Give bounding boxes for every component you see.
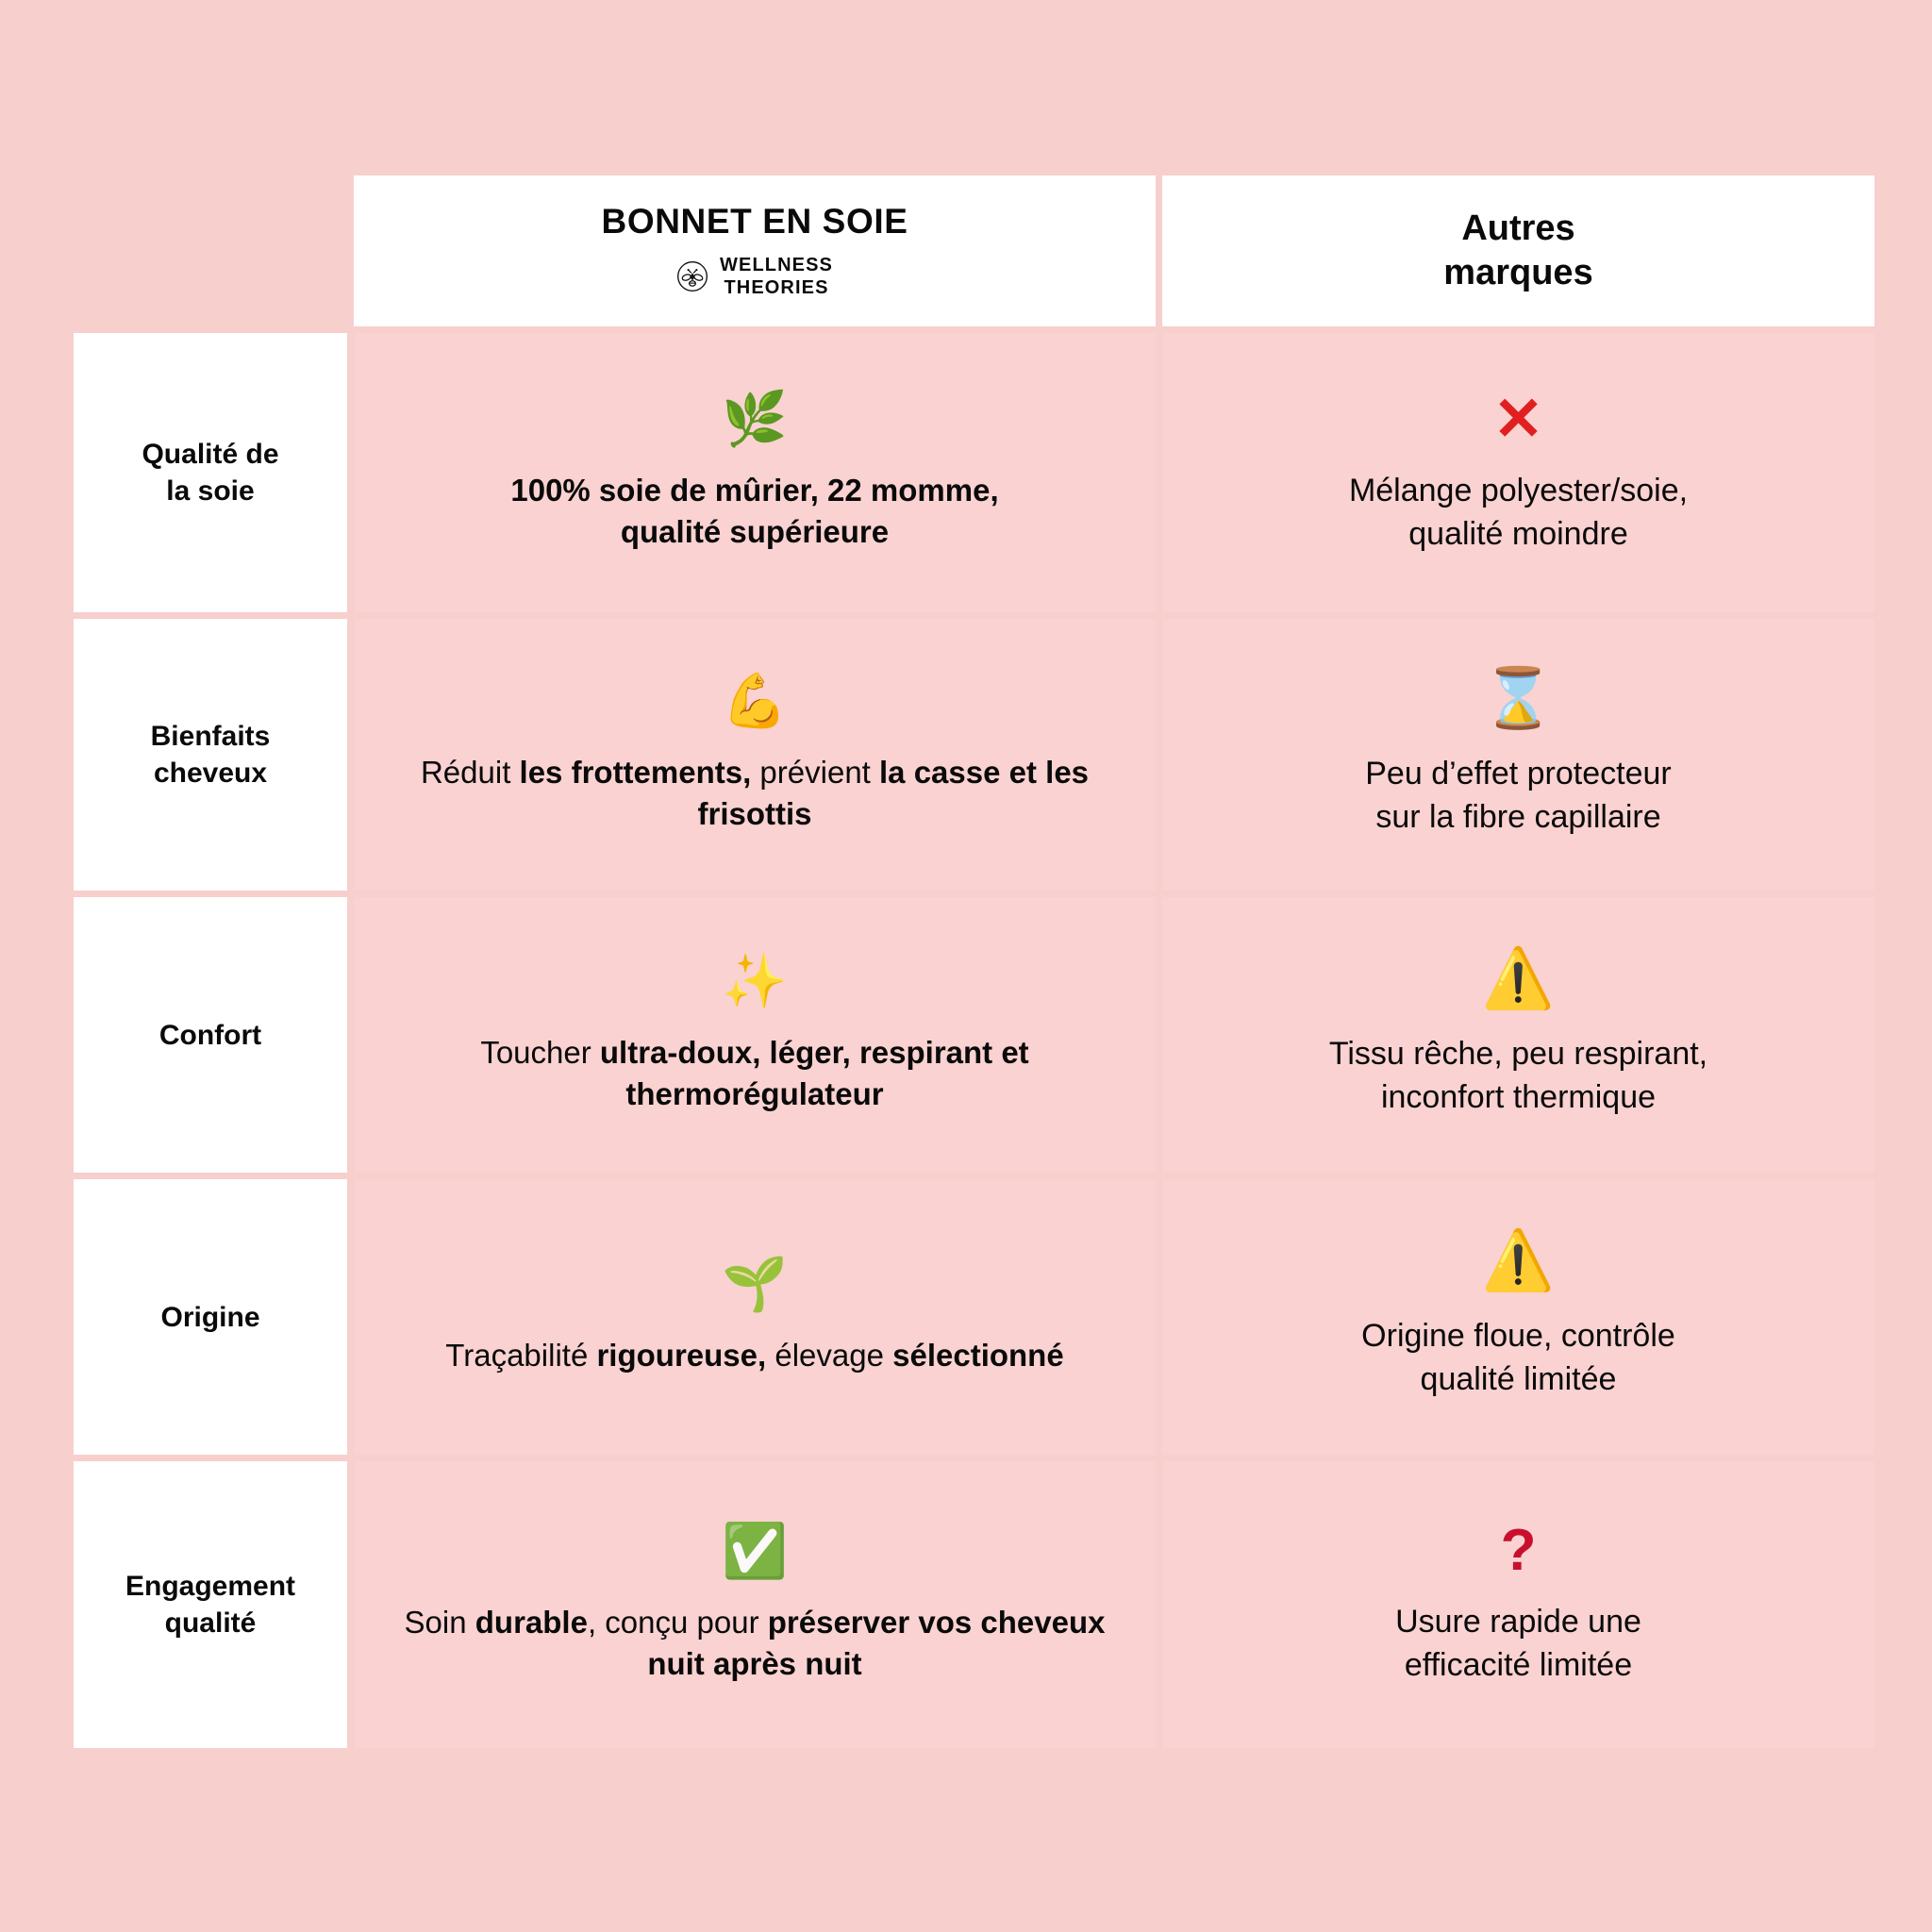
competitor-text-line-2: qualité moindre xyxy=(1408,516,1628,552)
competitor-text: Origine floue, contrôle qualité limitée xyxy=(1361,1315,1675,1401)
row-competitor-origine: ⚠️ Origine floue, contrôle qualité limit… xyxy=(1162,1179,1874,1455)
competitor-text-line-1: Tissu rêche, peu respirant, xyxy=(1328,1036,1708,1073)
row-label-line-2: cheveux xyxy=(153,758,268,789)
product-text-line-1: 100% soie de mûrier, 22 momme, xyxy=(510,472,999,508)
competitor-text-line-2: efficacité limitée xyxy=(1404,1647,1633,1683)
competitor-text-line-1: Peu d’effet protecteur xyxy=(1365,756,1672,792)
row-competitor-qualite-de-la-soie: ✕ Mélange polyester/soie, qualité moindr… xyxy=(1162,333,1874,612)
product-text-line-2: qualité supérieure xyxy=(620,514,890,549)
bee-logo-icon xyxy=(676,260,708,292)
warning-sign-emoji: ⚠️ xyxy=(1481,1228,1556,1294)
product-text: Réduit les frottements, prévient la cass… xyxy=(420,754,1090,831)
competitor-title-line-1: Autres xyxy=(1461,208,1575,248)
competitor-column-title: Autres marques xyxy=(1443,207,1592,295)
row-label-line-1: Origine xyxy=(160,1301,260,1333)
sparkles-emoji: ✨ xyxy=(722,950,788,1010)
row-label-qualite-de-la-soie: Qualité de la soie xyxy=(74,333,347,612)
brand-wordmark: WELLNESS THEORIES xyxy=(720,254,833,300)
competitor-text: Usure rapide une efficacité limitée xyxy=(1395,1601,1641,1687)
competitor-text-line-2: sur la fibre capillaire xyxy=(1375,799,1661,835)
row-product-bienfaits-cheveux: 💪 Réduit les frottements, prévient la ca… xyxy=(354,619,1156,891)
red-cross-mark-icon: ✕ xyxy=(1492,385,1544,454)
competitor-text-line-1: Mélange polyester/soie, xyxy=(1348,473,1689,509)
competitor-text-line-2: qualité limitée xyxy=(1420,1361,1617,1397)
competitor-text-line-2: inconfort thermique xyxy=(1380,1079,1657,1115)
row-label-confort: Confort xyxy=(74,897,347,1173)
warning-sign-emoji: ⚠️ xyxy=(1481,946,1556,1012)
competitor-text: Peu d’effet protecteur sur la fibre capi… xyxy=(1365,753,1671,839)
competitor-title-line-2: marques xyxy=(1443,253,1593,292)
brand-word-line-2: THEORIES xyxy=(724,277,829,299)
comparison-table: BONNET EN SOIE WE xyxy=(74,175,1874,1748)
product-text: 100% soie de mûrier, 22 momme, qualité s… xyxy=(510,470,998,553)
product-column-title: BONNET EN SOIE xyxy=(601,202,908,242)
row-product-confort: ✨ Toucher ultra-doux, léger, respirant e… xyxy=(354,897,1156,1173)
row-competitor-confort: ⚠️ Tissu rêche, peu respirant, inconfort… xyxy=(1162,897,1874,1173)
flexed-biceps-emoji: 💪 xyxy=(722,670,788,730)
row-label-bienfaits-cheveux: Bienfaits cheveux xyxy=(74,619,347,891)
row-label-line-1: Engagement xyxy=(125,1571,296,1602)
row-label-line-1: Bienfaits xyxy=(150,721,271,752)
herb-leaf-emoji: 🌿 xyxy=(722,388,788,448)
product-text: Traçabilité rigoureuse, élevage sélectio… xyxy=(445,1337,1064,1373)
white-check-mark-emoji: ✅ xyxy=(722,1520,788,1580)
header-competitor-column: Autres marques xyxy=(1162,175,1874,326)
row-competitor-bienfaits-cheveux: ⌛ Peu d’effet protecteur sur la fibre ca… xyxy=(1162,619,1874,891)
header-label-spacer xyxy=(74,175,347,326)
row-product-qualite-de-la-soie: 🌿 100% soie de mûrier, 22 momme, qualité… xyxy=(354,333,1156,612)
row-label-line-2: la soie xyxy=(166,475,255,507)
competitor-text-line-1: Origine floue, contrôle xyxy=(1361,1318,1675,1355)
brand-lockup: WELLNESS THEORIES xyxy=(676,254,833,300)
brand-word-line-1: WELLNESS xyxy=(720,254,833,275)
product-text: Soin durable, conçu pour préserver vos c… xyxy=(404,1604,1106,1681)
row-label-line-2: qualité xyxy=(164,1607,257,1639)
hourglass-emoji: ⌛ xyxy=(1481,666,1556,732)
competitor-text: Tissu rêche, peu respirant, inconfort th… xyxy=(1329,1033,1707,1119)
competitor-text: Mélange polyester/soie, qualité moindre xyxy=(1349,470,1688,556)
row-label-line-1: Qualité de xyxy=(142,439,279,470)
red-question-mark-icon: ? xyxy=(1500,1518,1537,1584)
product-text: Toucher ultra-doux, léger, respirant et … xyxy=(480,1034,1029,1111)
competitor-text-line-1: Usure rapide une xyxy=(1395,1604,1641,1641)
header-product-column: BONNET EN SOIE WE xyxy=(354,175,1156,326)
row-label-engagement-qualite: Engagement qualité xyxy=(74,1461,347,1748)
row-product-engagement-qualite: ✅ Soin durable, conçu pour préserver vos… xyxy=(354,1461,1156,1748)
row-competitor-engagement-qualite: ? Usure rapide une efficacité limitée xyxy=(1162,1461,1874,1748)
row-label-line-1: Confort xyxy=(158,1019,262,1051)
seedling-emoji: 🌱 xyxy=(722,1253,788,1313)
row-label-origine: Origine xyxy=(74,1179,347,1455)
row-product-origine: 🌱 Traçabilité rigoureuse, élevage sélect… xyxy=(354,1179,1156,1455)
